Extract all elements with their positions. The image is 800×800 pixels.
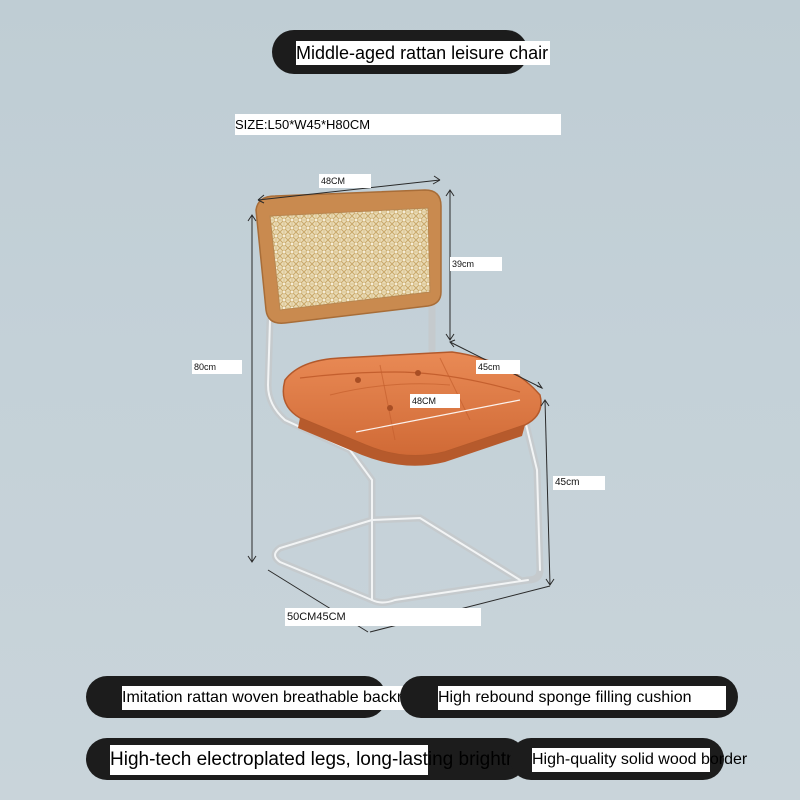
dim-base: 50CM45CM <box>285 608 481 626</box>
dim-seat-depth: 45cm <box>476 360 520 374</box>
dim-back-height: 39cm <box>450 257 502 271</box>
dim-seat-width: 48CM <box>410 394 460 408</box>
page-title: Middle-aged rattan leisure chair <box>296 41 551 65</box>
dim-top-width: 48CM <box>319 174 371 188</box>
size-label: SIZE:L50*W45*H80CM <box>235 114 561 135</box>
feature-cushion: High rebound sponge filling cushion <box>438 686 726 710</box>
dim-seat-height: 45cm <box>553 476 605 490</box>
dim-total-height: 80cm <box>192 360 242 374</box>
feature-legs: High-tech electroplated legs, long-lasti… <box>110 745 546 775</box>
rattan-panel <box>269 207 431 311</box>
feature-rattan-back: Imitation rattan woven breathable backre… <box>122 686 438 710</box>
feature-border: High-quality solid wood border <box>532 748 747 772</box>
